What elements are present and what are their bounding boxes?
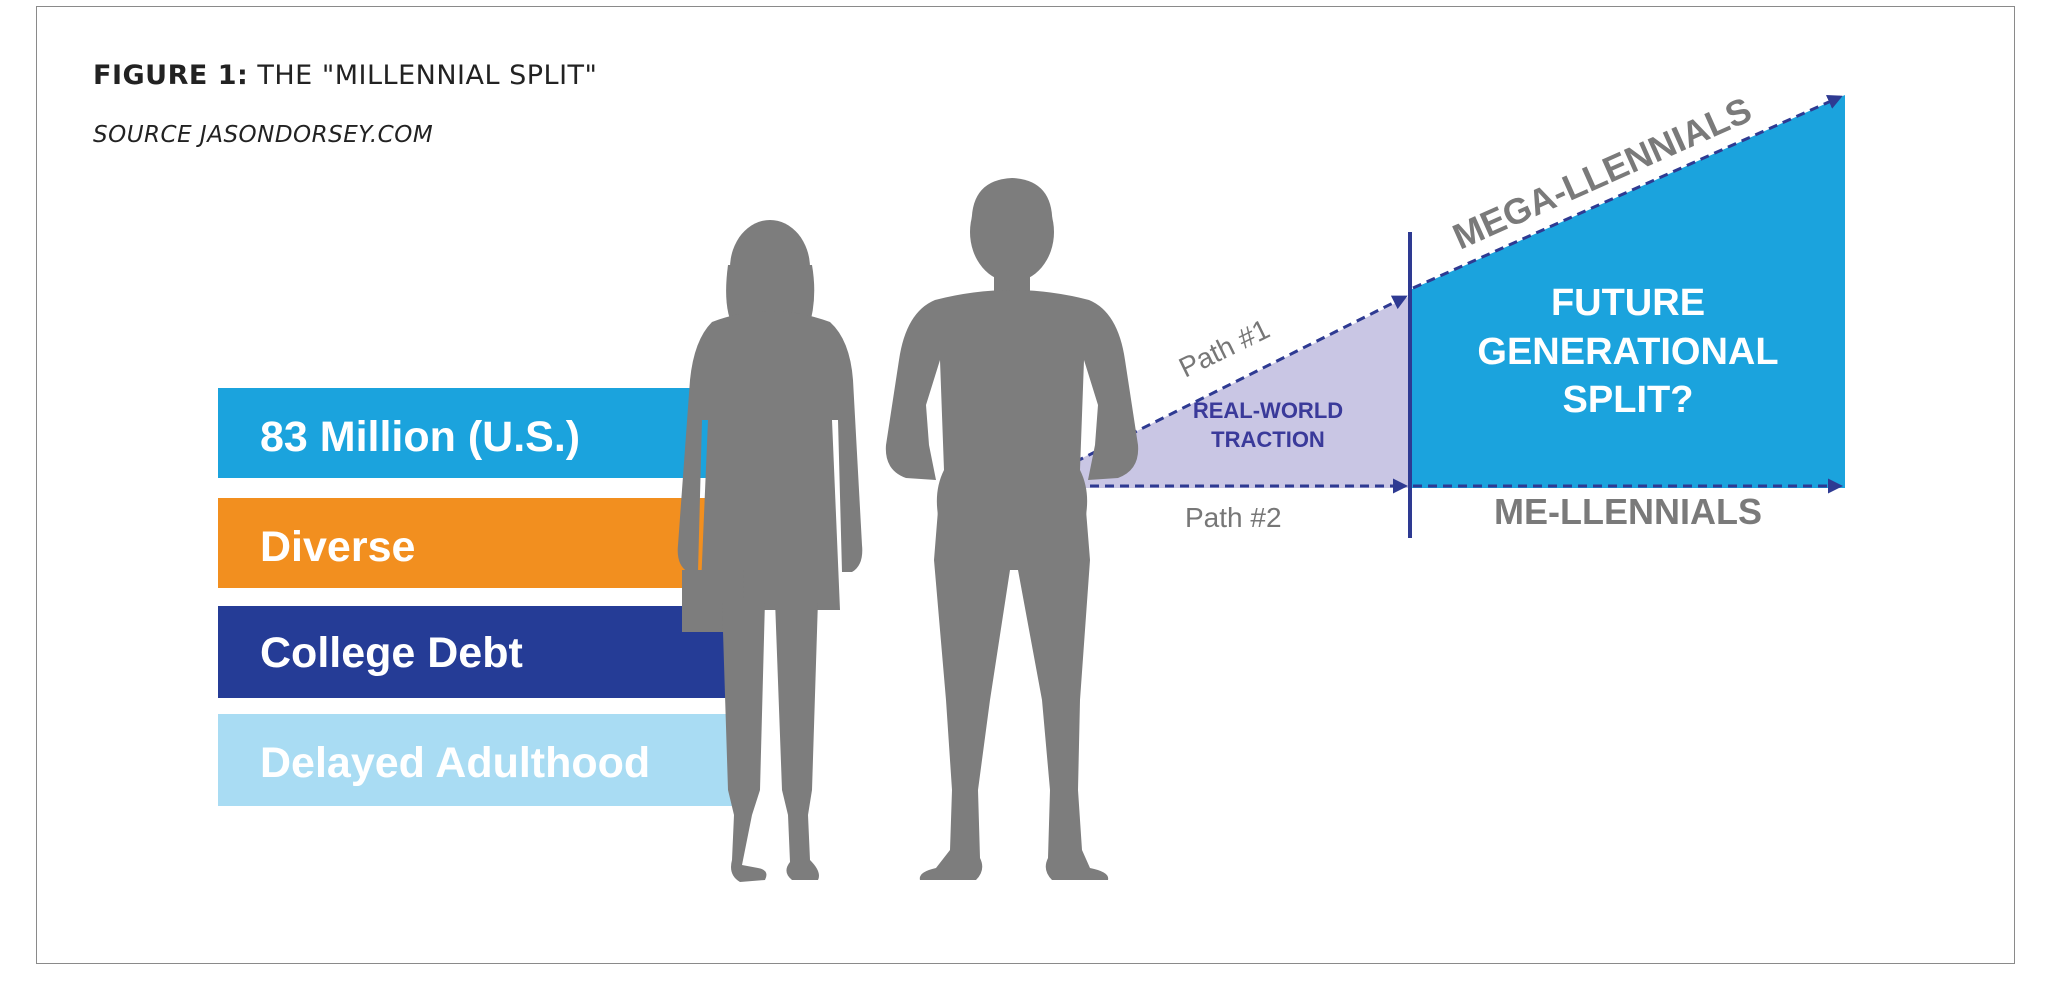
mega-arrow-line [1412, 95, 1843, 290]
bar-college-debt [218, 606, 738, 698]
figure-title: FIGURE 1: THE "MILLENNIAL SPLIT" [93, 60, 597, 91]
figure-frame [36, 6, 2015, 964]
bar-diverse [218, 498, 738, 588]
future-label-line1: FUTURE [1551, 282, 1705, 324]
real-world-traction-area [1068, 296, 1410, 488]
path-2-label: Path #2 [1185, 502, 1282, 533]
woman-silhouette-icon [677, 220, 863, 882]
bar-diverse-label: Diverse [260, 523, 415, 571]
traction-label-line1: REAL-WORLD [1193, 398, 1343, 423]
future-label-line2: GENERATIONAL [1477, 331, 1778, 373]
bar-delayed-adulthood [218, 714, 738, 806]
characteristic-bars: 83 Million (U.S.) Diverse College Debt D… [218, 388, 738, 806]
future-label-line3: SPLIT? [1563, 379, 1694, 421]
bar-delayed-adulthood-label: Delayed Adulthood [260, 739, 650, 787]
bar-population-label: 83 Million (U.S.) [260, 413, 580, 461]
figure-title-text: THE "MILLENNIAL SPLIT" [257, 60, 598, 91]
figure-source: SOURCE JASONDORSEY.COM [93, 122, 434, 148]
bar-population [218, 388, 738, 478]
traction-label-line2: TRACTION [1211, 427, 1325, 452]
future-split-area [1410, 95, 1845, 488]
bar-college-debt-label: College Debt [260, 629, 523, 677]
me-llennials-label: ME-LLENNIALS [1494, 491, 1762, 532]
man-silhouette-icon [885, 178, 1139, 880]
figure-label: FIGURE 1: [93, 60, 249, 91]
